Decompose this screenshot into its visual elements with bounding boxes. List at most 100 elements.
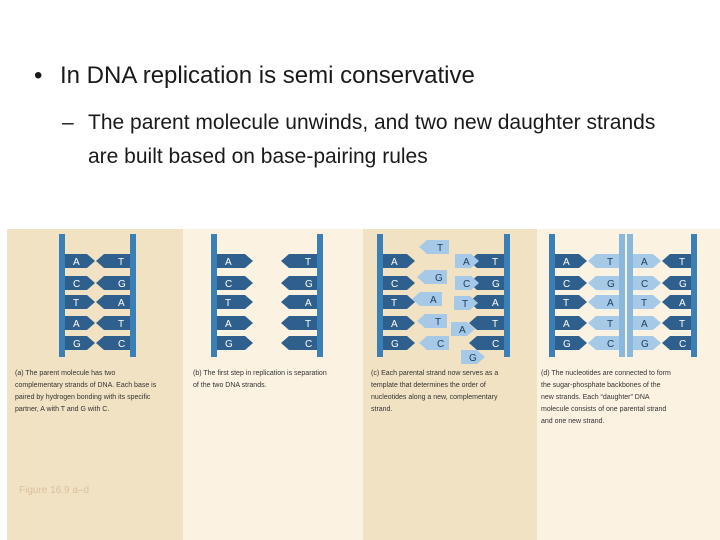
- panel-d-right-base: [662, 316, 691, 330]
- panel-d-new-right-base: [633, 254, 661, 268]
- panel-c-left-base: [383, 276, 415, 290]
- panel-b-left-base: [217, 276, 253, 290]
- panel-c-right-base: [469, 336, 504, 350]
- bullet-text: In DNA replication is semi conservative: [60, 62, 475, 89]
- panel-d-new-right-base-letter: C: [641, 279, 648, 290]
- panel-b-left-base-letter: G: [225, 339, 233, 350]
- panel-c-left-base-letter: T: [391, 298, 397, 309]
- caption-c: (c) Each parental strand now serves as a…: [371, 370, 499, 413]
- panel-c-new-right-base: [455, 254, 479, 268]
- panel-b-left-base-letter: A: [225, 257, 232, 268]
- panel-b-right-base-letter: T: [305, 319, 311, 330]
- panel-d-right-base: [662, 295, 691, 309]
- panel-d-new-right-base-letter: G: [641, 339, 649, 350]
- panel-a-right-base-letter: A: [118, 298, 125, 309]
- panel-a-left-base: [65, 316, 95, 330]
- panel-d-new-left-base-letter: G: [607, 279, 615, 290]
- panel-a-right-base: [96, 276, 130, 290]
- panel-d-right-base: [662, 276, 691, 290]
- panel-c-new-left-base: [419, 336, 449, 350]
- panel-d-new-left-base-letter: C: [607, 339, 614, 350]
- panel-d-right-base-letter: G: [679, 279, 687, 290]
- panel-a-right-base: [96, 316, 130, 330]
- panel-c-new-right-base: [461, 350, 485, 364]
- panel-d-new-left-base: [588, 295, 619, 309]
- panel-c-new-left-base-letter: G: [435, 273, 443, 284]
- panel-b-left-base-letter: T: [225, 298, 231, 309]
- panel-c-left-backbone: [377, 234, 383, 357]
- panel-a-left-base-letter: A: [73, 319, 80, 330]
- panel-b-right-base: [281, 276, 317, 290]
- panel-a-right-base: [96, 254, 130, 268]
- panel-c-right-backbone: [504, 234, 510, 357]
- panel-b-left-base: [217, 254, 253, 268]
- panel-c-new-right-base-letter: A: [459, 325, 466, 336]
- panel-d-new-left-base: [588, 254, 619, 268]
- panel-d-new-left-base-letter: T: [607, 319, 613, 330]
- panel-a-left-backbone: [59, 234, 65, 357]
- panel-d-left-base: [555, 254, 587, 268]
- panel-d-left-base: [555, 276, 587, 290]
- panel-c-right-base-letter: T: [492, 257, 498, 268]
- panel-d-new-left-base: [588, 336, 619, 350]
- panel-c-new-right-base-letter: C: [463, 279, 470, 290]
- panel-c-left-base-letter: A: [391, 319, 398, 330]
- panel-d-right-new-backbone: [627, 234, 633, 357]
- panel-d-right-base-letter: T: [679, 319, 685, 330]
- panel-d-left-base-letter: T: [563, 298, 569, 309]
- panel-d-left-new-backbone: [619, 234, 625, 357]
- panel-b-left-base: [217, 316, 253, 330]
- panel-d-right-base-letter: A: [679, 298, 686, 309]
- panel-c-new-right-base: [454, 296, 478, 310]
- panel-a-left-base: [65, 276, 95, 290]
- panel-a-left-base-letter: T: [73, 298, 79, 309]
- panel-b-left-backbone: [211, 234, 217, 357]
- caption-d: (d) The nucleotides are connected to for…: [541, 370, 671, 425]
- panel-d-new-right-base: [633, 295, 661, 309]
- panel-c-left-base: [383, 254, 415, 268]
- panel-c-new-right-base: [455, 276, 479, 290]
- panel-a-left-base: [65, 295, 95, 309]
- panel-c-new-right-base-letter: G: [469, 353, 477, 364]
- panel-b-right-base-letter: T: [305, 257, 311, 268]
- panel-d-new-right-base: [633, 276, 661, 290]
- panel-c-right-base-letter: A: [492, 298, 499, 309]
- panel-c-new-left-base: [417, 270, 447, 284]
- panel-c-new-left-base: [419, 240, 449, 254]
- panel-a-right-backbone: [130, 234, 136, 357]
- caption-a: (a) The parent molecule has two compleme…: [15, 370, 157, 413]
- panel-c-new-left-base: [417, 314, 447, 328]
- panel-b-right-base-letter: C: [305, 339, 312, 350]
- panel-d-left-base-letter: C: [563, 279, 570, 290]
- panel-b-right-base: [281, 254, 317, 268]
- caption-b: (b) The first step in replication is sep…: [193, 370, 327, 389]
- panel-c-new-left-base: [412, 292, 442, 306]
- panel-a-left-base-letter: A: [73, 257, 80, 268]
- panel-a-right-base: [96, 336, 130, 350]
- panel-b-right-base: [281, 316, 317, 330]
- panel-a-left-base-letter: C: [73, 279, 80, 290]
- sub-bullet-symbol: –: [62, 111, 74, 134]
- panel-b-left-base-letter: C: [225, 279, 232, 290]
- panel-d-new-left-base-letter: T: [607, 257, 613, 268]
- panel-c-left-base-letter: A: [391, 257, 398, 268]
- panel-a-right-base-letter: T: [118, 257, 124, 268]
- panel-c-right-base: [469, 276, 504, 290]
- panel-d-left-parent-backbone: [549, 234, 555, 357]
- panel-b-right-base-letter: A: [305, 298, 312, 309]
- panel-c-new-left-base-letter: T: [437, 243, 443, 254]
- panel-c-right-base: [469, 254, 504, 268]
- panel-c-new-right-base-letter: T: [462, 299, 468, 310]
- panel-d-right-base: [662, 254, 691, 268]
- panel-c-new-left-base-letter: C: [437, 339, 444, 350]
- panel-d-new-right-base-letter: A: [641, 257, 648, 268]
- panel-d-left-base-letter: A: [563, 257, 570, 268]
- panel-d-new-right-base-letter: A: [641, 319, 648, 330]
- bullet-symbol: •: [34, 62, 43, 89]
- panel-c-new-right-base: [451, 322, 475, 336]
- panel-c-right-base-letter: C: [492, 339, 499, 350]
- panel-a-left-base: [65, 254, 95, 268]
- panel-d-left-base-letter: A: [563, 319, 570, 330]
